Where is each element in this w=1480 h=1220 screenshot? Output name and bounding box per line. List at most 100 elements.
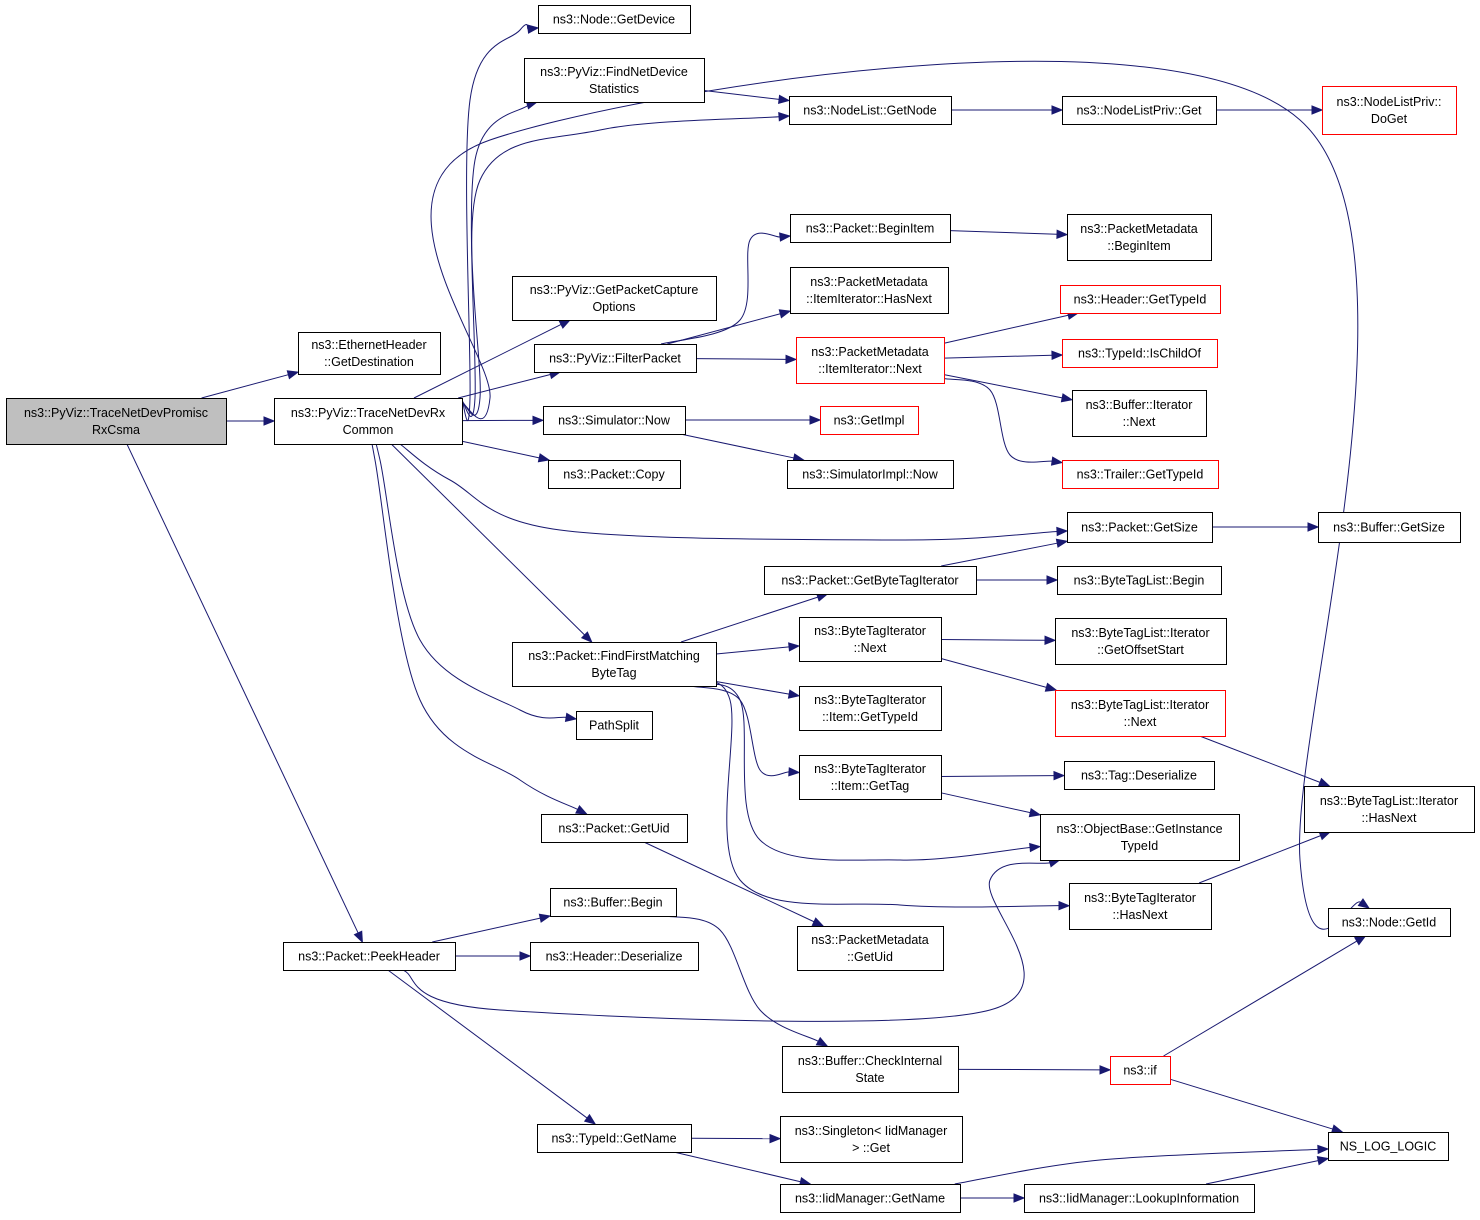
node-box xyxy=(530,942,699,971)
node-getuid[interactable]: ns3::Packet::GetUid xyxy=(541,814,688,843)
node-iidgetname[interactable]: ns3::IidManager::GetName xyxy=(780,1184,961,1213)
node-bufbegin[interactable]: ns3::Buffer::Begin xyxy=(550,888,677,917)
node-btloffset[interactable]: ns3::ByteTagList::Iterator::GetOffsetSta… xyxy=(1055,618,1227,665)
node-box xyxy=(548,460,681,489)
node-btihasnext[interactable]: ns3::ByteTagIterator::HasNext xyxy=(1069,883,1212,930)
node-label: NS_LOG_LOGIC xyxy=(1340,1140,1437,1154)
node-label: ns3::Simulator::Now xyxy=(558,414,671,428)
call-edges xyxy=(126,24,1371,1203)
node-box xyxy=(780,1116,963,1163)
node-hdrtypeid[interactable]: ns3::Header::GetTypeId xyxy=(1060,285,1221,314)
arrowhead-icon xyxy=(778,94,791,104)
node-btlbegin[interactable]: ns3::ByteTagList::Begin xyxy=(1057,566,1222,595)
node-simnow[interactable]: ns3::Simulator::Now xyxy=(543,406,686,435)
node-ethhdr[interactable]: ns3::EthernetHeader::GetDestination xyxy=(298,332,441,375)
arrowhead-icon xyxy=(1056,229,1069,239)
node-pmbeginitem[interactable]: ns3::PacketMetadata::BeginItem xyxy=(1067,214,1212,261)
arrowhead-icon xyxy=(538,913,552,923)
arrowhead-icon xyxy=(1044,635,1057,646)
node-pmgetuid[interactable]: ns3::PacketMetadata::GetUid xyxy=(797,926,944,971)
node-lookupinfo[interactable]: ns3::IidManager::LookupInformation xyxy=(1024,1184,1255,1213)
arrowhead-icon xyxy=(1028,807,1042,818)
node-bufgetsize[interactable]: ns3::Buffer::GetSize xyxy=(1318,512,1461,543)
node-label: ::GetUid xyxy=(847,950,893,964)
node-label: ns3::IidManager::GetName xyxy=(795,1192,945,1206)
arrowhead-icon xyxy=(1330,1124,1344,1134)
node-label: ns3::Packet::GetUid xyxy=(558,822,669,836)
node-label: ns3::ObjectBase::GetInstance xyxy=(1056,822,1222,836)
node-peekhdr[interactable]: ns3::Packet::PeekHeader xyxy=(283,942,456,971)
node-ischildof[interactable]: ns3::TypeId::IsChildOf xyxy=(1062,339,1218,368)
arrowhead-icon xyxy=(811,917,825,927)
node-simimplnow[interactable]: ns3::SimulatorImpl::Now xyxy=(787,460,954,489)
node-itemhasnext[interactable]: ns3::PacketMetadata::ItemIterator::HasNe… xyxy=(790,267,949,314)
node-box xyxy=(1024,1184,1255,1213)
node-nlpget[interactable]: ns3::NodeListPriv::Get xyxy=(1062,96,1217,125)
node-btinext[interactable]: ns3::ByteTagIterator::Next xyxy=(799,617,942,662)
node-label: ns3::Packet::GetSize xyxy=(1081,521,1198,535)
node-getbytetagit[interactable]: ns3::Packet::GetByteTagIterator xyxy=(764,566,977,595)
node-itemnext[interactable]: ns3::PacketMetadata::ItemIterator::Next xyxy=(796,337,945,384)
node-label: Statistics xyxy=(589,82,639,96)
node-label: ::Item::GetTypeId xyxy=(822,710,918,724)
arrowhead-icon xyxy=(263,416,276,426)
node-trailertypeid[interactable]: ns3::Trailer::GetTypeId xyxy=(1062,460,1219,489)
call-edge-checkint-to-nsif xyxy=(957,1068,1101,1071)
node-getdevice[interactable]: ns3::Node::GetDevice xyxy=(538,5,691,34)
node-label: ns3::PacketMetadata xyxy=(810,275,927,289)
node-label: ns3::Tag::Deserialize xyxy=(1081,769,1197,783)
arrowhead-icon xyxy=(787,689,801,699)
node-hdrdeser[interactable]: ns3::Header::Deserialize xyxy=(530,942,699,971)
node-box xyxy=(524,58,705,103)
node-box xyxy=(790,214,951,243)
node-nsif[interactable]: ns3::if xyxy=(1110,1056,1171,1085)
arrowhead-icon xyxy=(1317,777,1331,787)
node-nslog[interactable]: NS_LOG_LOGIC xyxy=(1328,1132,1449,1161)
node-btlhasnext[interactable]: ns3::ByteTagList::Iterator::HasNext xyxy=(1304,786,1475,833)
node-tagdeser[interactable]: ns3::Tag::Deserialize xyxy=(1064,761,1215,790)
node-label: ns3::TypeId::GetName xyxy=(551,1132,676,1146)
node-nodegetid[interactable]: ns3::Node::GetId xyxy=(1328,908,1451,937)
node-pktgetsize[interactable]: ns3::Packet::GetSize xyxy=(1067,512,1213,543)
node-getnode[interactable]: ns3::NodeList::GetNode xyxy=(789,96,952,125)
arrowhead-icon xyxy=(1311,105,1324,115)
node-label: ::HasNext xyxy=(1362,811,1417,825)
node-singleton[interactable]: ns3::Singleton< IidManager> ::Get xyxy=(780,1116,963,1163)
node-label: ns3::ByteTagIterator xyxy=(814,624,926,638)
node-pathsplit[interactable]: PathSplit xyxy=(576,711,653,740)
node-btlitnext[interactable]: ns3::ByteTagList::Iterator::Next xyxy=(1055,690,1226,737)
node-pktcopy[interactable]: ns3::Packet::Copy xyxy=(548,460,681,489)
node-box xyxy=(1304,786,1475,833)
node-label: ns3::Buffer::GetSize xyxy=(1333,521,1445,535)
call-edge-findfirst-to-getbytetagit xyxy=(680,596,818,643)
node-filterpkt[interactable]: ns3::PyViz::FilterPacket xyxy=(534,344,697,373)
node-box xyxy=(512,276,717,321)
call-edge-itemnext-to-trailertypeid xyxy=(943,378,1053,463)
node-pktbeginitem[interactable]: ns3::Packet::BeginItem xyxy=(790,214,951,243)
node-typeidname[interactable]: ns3::TypeId::GetName xyxy=(537,1124,692,1153)
node-btiitemtypeid[interactable]: ns3::ByteTagIterator::Item::GetTypeId xyxy=(799,686,942,731)
arrowhead-icon xyxy=(785,354,798,365)
arrowhead-icon xyxy=(1044,682,1058,692)
arrowhead-icon xyxy=(769,1133,782,1144)
node-label: ns3::Buffer::Iterator xyxy=(1086,398,1193,412)
arrowhead-icon xyxy=(1050,456,1064,466)
call-edge-typeidname-to-iidgetname xyxy=(673,1151,801,1183)
node-getimpl[interactable]: ns3::GetImpl xyxy=(820,406,919,435)
node-nlpdoget[interactable]: ns3::NodeListPriv::DoGet xyxy=(1322,86,1457,135)
node-box xyxy=(799,617,942,662)
node-btiitemtag[interactable]: ns3::ByteTagIterator::Item::GetTag xyxy=(799,755,942,800)
node-box xyxy=(782,1046,959,1093)
node-label: ns3::PacketMetadata xyxy=(811,345,928,359)
call-edge-btlitnext-to-btlhasnext xyxy=(1199,735,1321,783)
node-bufitnext[interactable]: ns3::Buffer::Iterator::Next xyxy=(1072,390,1207,437)
node-box xyxy=(1067,214,1212,261)
